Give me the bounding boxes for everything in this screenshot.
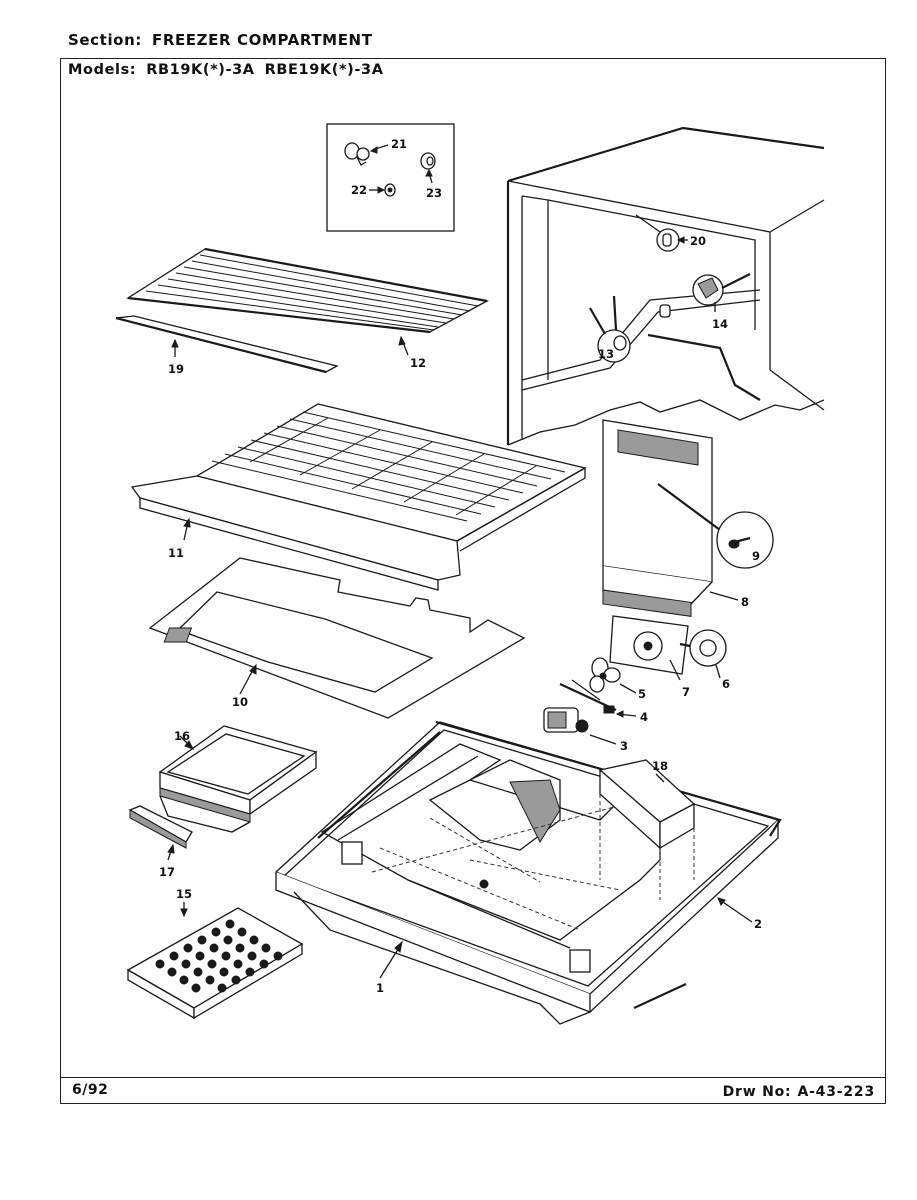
inset-box [326,123,455,232]
part-11-shelf-tray [130,403,587,591]
revision-date: 6/92 [72,1082,109,1098]
section-value: FREEZER COMPARTMENT [151,31,373,49]
callout-2: 2 [754,917,762,931]
part-18-insulation-block [598,759,696,900]
part-21-light-socket [344,142,389,166]
part-9-screw [716,511,774,569]
callout-4: 4 [640,710,648,724]
model-number-2: RBE19K(*)-3A [264,62,384,78]
part-20-light-socket [635,214,688,252]
part-2-trim-gasket [317,720,782,1009]
callout-12: 12 [410,356,426,370]
part-10-shelf-cover [148,557,526,719]
drawing-number-label: Drw No: [722,1084,792,1100]
part-13-cap [589,295,631,363]
callout-9: 9 [752,549,760,563]
callout-18: 18 [652,759,668,773]
part-6-grommet [679,629,727,667]
part-14-damper-control [692,273,751,312]
callout-23: 23 [426,186,442,200]
callout-14: 14 [712,317,728,331]
footer-divider [60,1077,886,1078]
part-3-fan-motor [543,707,589,733]
callout-6: 6 [722,677,730,691]
part-4-motor-clip [559,679,617,714]
callout-8: 8 [741,595,749,609]
callout-15: 15 [176,887,192,901]
callout-22: 22 [351,183,367,197]
drawing-number: Drw No: A-43-223 [717,1084,875,1100]
part-23-cap [420,152,436,184]
part-7-fan-bracket [609,615,689,675]
callout-5: 5 [638,687,646,701]
part-16-ice-bin [158,725,318,833]
section-label: Section: [68,31,142,49]
callout-1: 1 [376,981,384,995]
callout-3: 3 [620,739,628,753]
part-8-air-duct [602,419,721,617]
callout-17: 17 [159,865,175,879]
callout-11: 11 [168,546,184,560]
callout-16: 16 [174,729,190,743]
part-17-bin-support [128,805,193,849]
freezer-cabinet-liner [506,126,825,446]
part-1-freezer-floor [274,721,780,1025]
part-22-washer [369,183,396,197]
part-19-shelf-support [115,315,339,374]
part-5-fan-blade [589,657,621,693]
models-line: Models: RB19K(*)-3A RBE19K(*)-3A [68,62,394,78]
model-number-1: RB19K(*)-3A [146,62,255,78]
hardware-inset: 21 22 23 [326,123,455,232]
callout-10: 10 [232,695,248,709]
part-12-wire-shelf [126,247,489,334]
callout-7: 7 [682,685,690,699]
callout-21: 21 [391,137,407,151]
callout-20: 20 [690,234,706,248]
drawing-number-value: A-43-223 [797,1084,875,1100]
drawing-frame [60,58,886,1104]
callout-19: 19 [168,362,184,376]
section-title: Section: FREEZER COMPARTMENT [68,31,373,49]
callout-13: 13 [598,347,614,361]
models-label: Models: [68,62,137,78]
part-15-ice-tray [126,907,304,1020]
